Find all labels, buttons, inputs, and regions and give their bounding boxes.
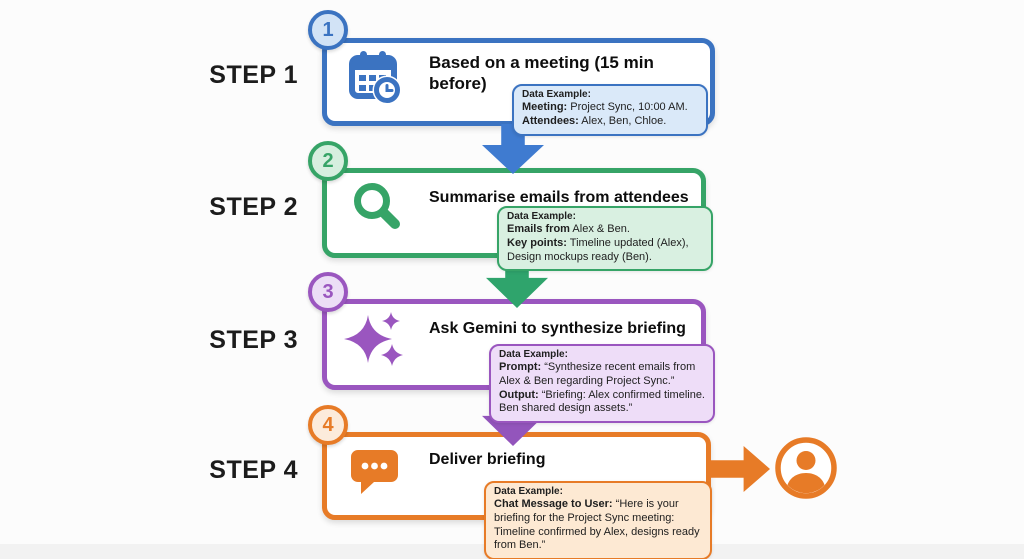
chat-bubble-icon xyxy=(346,444,402,503)
step-1-title: Based on a meeting (15 min before) xyxy=(429,53,654,93)
step-4-label: STEP 4 xyxy=(209,456,298,484)
data-example-line: Prompt: “Synthesize recent emails from A… xyxy=(499,361,696,388)
end-arrow xyxy=(710,446,770,492)
step-2-label: STEP 2 xyxy=(209,193,298,221)
step-1-number-badge: 1 xyxy=(308,10,348,50)
step-3-data-example: Data Example: Prompt: “Synthesize recent… xyxy=(489,344,715,423)
step-4-data-example: Data Example: Chat Message to User: “Her… xyxy=(484,481,712,559)
data-example-heading: Data Example: xyxy=(499,349,568,360)
data-example-heading: Data Example: xyxy=(522,89,591,100)
step-4-box: Deliver briefing Data Example: Chat Mess… xyxy=(322,432,712,559)
step-4-number-badge: 4 xyxy=(308,405,348,445)
step-3-number-badge: 3 xyxy=(308,272,348,312)
magnifier-icon xyxy=(350,180,406,241)
data-example-line: Key points: Timeline updated (Alex), Des… xyxy=(507,237,689,263)
step-4-title: Deliver briefing xyxy=(429,451,546,468)
step-2-data-example: Data Example: Emails from Alex & Ben. Ke… xyxy=(497,206,713,272)
calendar-clock-icon xyxy=(346,48,404,111)
step-1-label: STEP 1 xyxy=(209,61,298,89)
data-example-line: Attendees: Alex, Ben, Chloe. xyxy=(522,115,667,128)
step-1-data-example: Data Example: Meeting: Project Sync, 10:… xyxy=(512,84,708,136)
data-example-line: Output: “Briefing: Alex confirmed timeli… xyxy=(499,388,705,415)
sparkles-icon xyxy=(344,308,406,375)
data-example-line: Meeting: Project Sync, 10:00 AM. xyxy=(522,101,688,114)
step-3-box: Ask Gemini to synthesize briefing Data E… xyxy=(322,299,715,423)
data-example-line: Emails from Alex & Ben. xyxy=(507,223,630,236)
step-3-label: STEP 3 xyxy=(209,326,298,354)
step-2-box: Summarise emails from attendees Data Exa… xyxy=(322,168,713,272)
data-example-heading: Data Example: xyxy=(494,486,563,497)
data-example-line: Chat Message to User: “Here is your brie… xyxy=(494,498,700,552)
user-icon xyxy=(773,435,839,501)
data-example-heading: Data Example: xyxy=(507,211,576,222)
step-2-title: Summarise emails from attendees xyxy=(429,189,689,206)
step-2-number-badge: 2 xyxy=(308,141,348,181)
step-3-title: Ask Gemini to synthesize briefing xyxy=(429,320,686,337)
step-1-box: Based on a meeting (15 min before) Data … xyxy=(322,38,715,136)
